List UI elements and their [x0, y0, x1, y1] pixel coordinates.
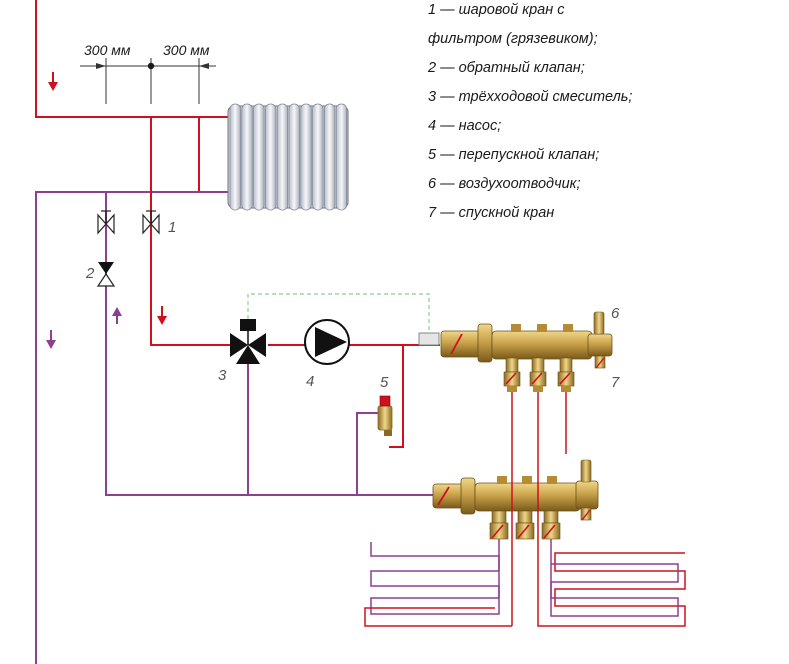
legend-item-2: 2 — обратный клапан;: [428, 60, 585, 76]
label-bypass-valve: 5: [380, 374, 389, 391]
radiator-section: [300, 103, 312, 211]
radiator: [227, 103, 349, 211]
return-riser: [35, 191, 230, 664]
branch-supply-arrow: [157, 306, 167, 325]
label-ball-valve: 1: [168, 219, 176, 236]
label-air-vent: 6: [611, 305, 620, 322]
ball-valve-supply: [142, 210, 160, 235]
legend-item-1-continued: фильтром (грязевиком);: [428, 31, 598, 47]
supply-riser: [35, 0, 230, 192]
dimension-center-dot: [147, 62, 155, 70]
return-flow-arrow: [46, 330, 56, 349]
floor-heating-loop-left-outer: [364, 607, 512, 627]
radiator-section: [241, 103, 253, 211]
label-pump: 4: [306, 373, 314, 390]
three-way-mixing-valve: [230, 319, 266, 364]
radiator-fins: [229, 103, 348, 211]
supply-flow-arrow: [48, 72, 58, 91]
dimension-arrow-left: [96, 63, 106, 69]
label-check-valve: 2: [85, 265, 95, 282]
dimension-label-left: 300 мм: [84, 42, 131, 58]
legend-item-1: 1 — шаровой кран с: [428, 2, 565, 18]
radiator-section: [276, 103, 289, 211]
legend-item-6: 6 — воздухоотводчик;: [428, 176, 581, 192]
dimension-label-right: 300 мм: [163, 42, 210, 58]
floor-heating-supply-pipes: [511, 392, 686, 627]
floor-heating-loop-left: [370, 539, 500, 615]
branch-return-line: [105, 192, 440, 496]
radiator-section: [312, 103, 324, 211]
legend-item-4: 4 — насос;: [428, 118, 502, 134]
bypass-valve: [377, 395, 393, 436]
label-drain-valve: 7: [611, 374, 620, 391]
supply-manifold: [440, 311, 613, 392]
sensor-capillary-line: [247, 293, 430, 333]
branch-return-arrow: [112, 307, 122, 324]
radiator-section: [324, 103, 336, 211]
temperature-sensor: [418, 332, 440, 346]
ball-valve-return: [97, 210, 115, 235]
circulation-pump: [304, 319, 350, 365]
radiator-section: [335, 103, 348, 211]
legend-item-5: 5 — перепускной клапан;: [428, 147, 600, 163]
return-manifold: [432, 459, 599, 540]
radiator-section: [288, 103, 300, 211]
radiator-section: [253, 103, 265, 211]
floor-heating-loop-right: [550, 539, 679, 617]
dimension-arrow-right: [199, 63, 209, 69]
legend-item-3: 3 — трёхходовой смеситель;: [428, 89, 633, 105]
legend-item-7: 7 — спускной кран: [428, 205, 555, 221]
radiator-section: [229, 103, 241, 211]
label-mixing-valve: 3: [218, 367, 227, 384]
check-valve: [96, 262, 116, 287]
radiator-section: [265, 103, 277, 211]
